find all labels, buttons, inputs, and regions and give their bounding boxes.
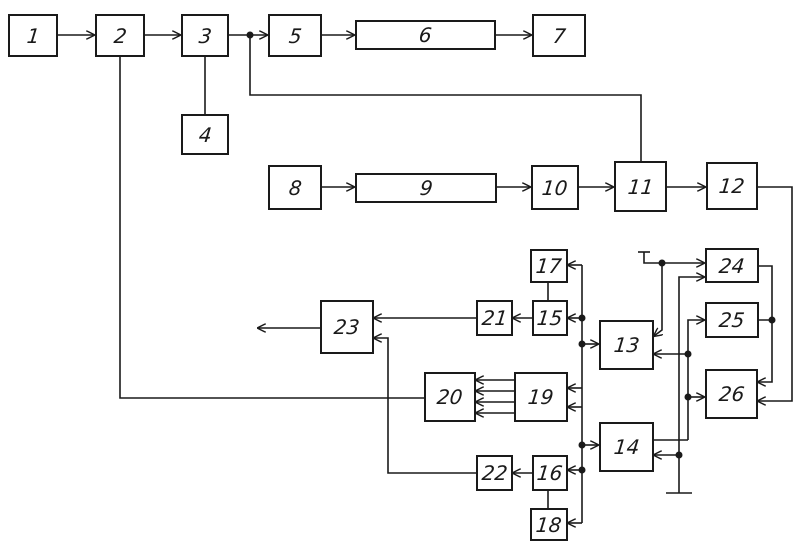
block-1: 1 (8, 14, 58, 57)
wire-bus-25 (688, 320, 704, 440)
block-18: 18 (530, 508, 568, 541)
wire-2-to-20 (120, 57, 424, 398)
block-10: 10 (531, 165, 579, 210)
block-24: 24 (705, 248, 759, 283)
block-13: 13 (599, 320, 654, 370)
junction-dot (659, 260, 666, 267)
block-8: 8 (268, 165, 322, 210)
junction-dot (579, 341, 586, 348)
block-5: 5 (268, 14, 322, 57)
junction-dot (579, 442, 586, 449)
junction-dot (685, 351, 692, 358)
wire-terminal-24 (644, 252, 704, 263)
junction-dot (685, 394, 692, 401)
block-16: 16 (532, 455, 568, 491)
block-26: 26 (705, 369, 758, 419)
block-22: 22 (476, 455, 513, 491)
wire-terminal-13 (654, 263, 662, 336)
block-6: 6 (355, 20, 496, 50)
junction-dot (676, 452, 683, 459)
junction-dot (769, 317, 776, 324)
wire-bus-24 (679, 277, 704, 455)
wire-12-to-26 (758, 187, 792, 401)
block-2: 2 (95, 14, 145, 57)
block-9: 9 (355, 173, 497, 203)
block-15: 15 (532, 300, 568, 336)
block-21: 21 (476, 300, 513, 336)
junction-dot (579, 467, 586, 474)
block-25: 25 (705, 302, 759, 338)
junction-dot (579, 315, 586, 322)
block-17: 17 (530, 249, 568, 283)
wire-25-26 (758, 320, 772, 382)
junction-dot (247, 32, 254, 39)
block-19: 19 (514, 372, 568, 422)
block-14: 14 (599, 422, 654, 472)
block-3: 3 (181, 14, 229, 57)
block-7: 7 (532, 14, 586, 57)
block-23: 23 (320, 300, 374, 354)
block-11: 11 (614, 161, 667, 212)
block-12: 12 (706, 162, 758, 210)
block-20: 20 (424, 372, 476, 422)
block-4: 4 (181, 114, 229, 155)
wire-24-26 (759, 266, 772, 320)
